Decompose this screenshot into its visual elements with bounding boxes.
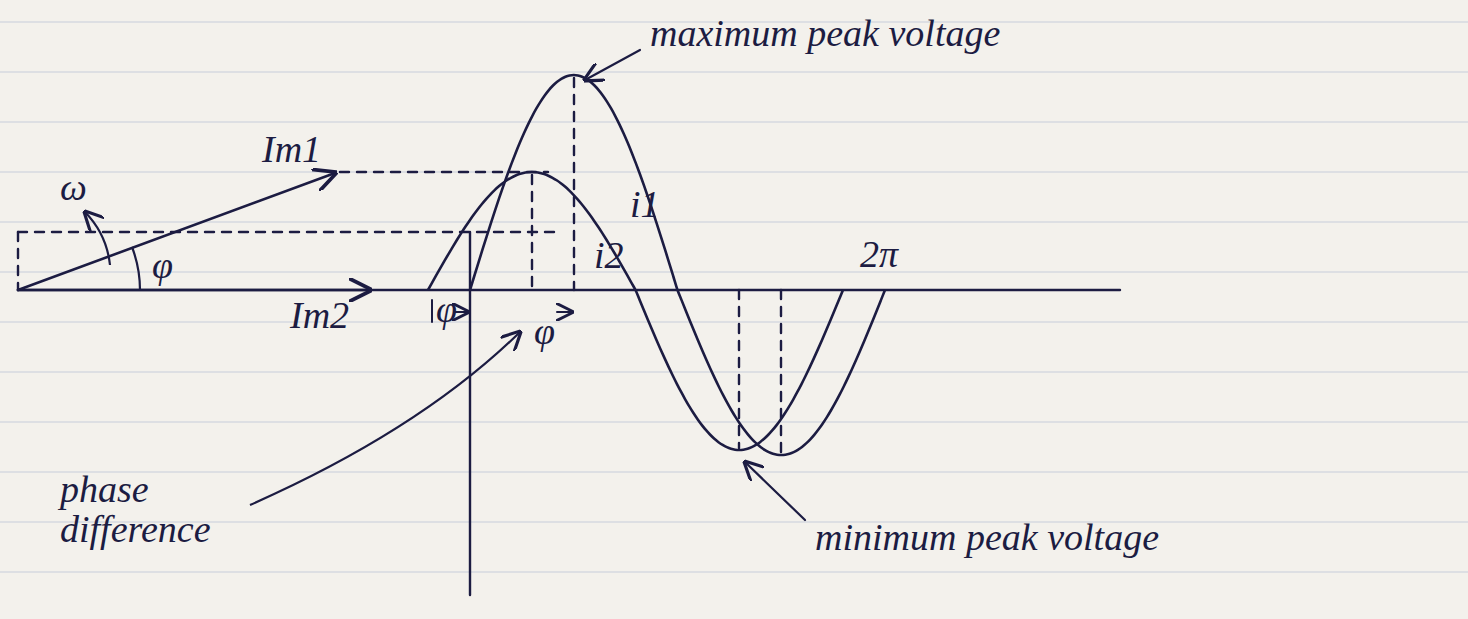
ruled-line	[0, 471, 1468, 472]
phase-arrow	[557, 311, 572, 313]
leader-arrow	[585, 50, 640, 80]
dashed-guide	[780, 290, 782, 453]
ruled-line	[0, 171, 1468, 172]
ruled-line	[0, 321, 1468, 322]
leader-arrow	[250, 332, 520, 505]
ruled-line	[0, 221, 1468, 222]
ruled-line	[0, 521, 1468, 522]
ink-drawing	[18, 50, 1120, 595]
ruled-line	[0, 271, 1468, 272]
time-axis	[18, 289, 1120, 291]
phasor-label: Im2	[290, 296, 349, 336]
phase-tick	[431, 300, 433, 322]
waveform-i2	[470, 75, 885, 455]
current-label: i1	[630, 185, 660, 225]
angle-label: φ	[152, 246, 173, 286]
trough-label: minimum peak voltage	[815, 518, 1159, 558]
ruled-line	[0, 371, 1468, 372]
dashed-guide	[531, 175, 533, 290]
angle-label: φ	[436, 290, 457, 330]
angle-arc	[132, 247, 140, 290]
phasor-im2	[18, 289, 370, 292]
ruled-line	[0, 421, 1468, 422]
dashed-guide	[17, 232, 19, 290]
ruled-line	[0, 121, 1468, 122]
note-label: phase difference	[60, 470, 300, 550]
current-label: i2	[594, 236, 624, 276]
phasor-label: Im1	[262, 130, 321, 170]
ruled-paper	[0, 22, 1468, 619]
rotation-arrow	[85, 212, 110, 265]
omega-label: ω	[60, 168, 87, 208]
period-label: 2π	[860, 235, 898, 275]
leader-arrow	[745, 462, 805, 520]
ruled-line	[0, 571, 1468, 572]
dashed-guide	[738, 290, 740, 448]
dashed-guide	[340, 171, 548, 173]
dashed-guide	[573, 78, 575, 290]
ruled-line	[0, 71, 1468, 72]
angle-label: φ	[534, 312, 555, 352]
peak-label: maximum peak voltage	[650, 14, 1000, 54]
